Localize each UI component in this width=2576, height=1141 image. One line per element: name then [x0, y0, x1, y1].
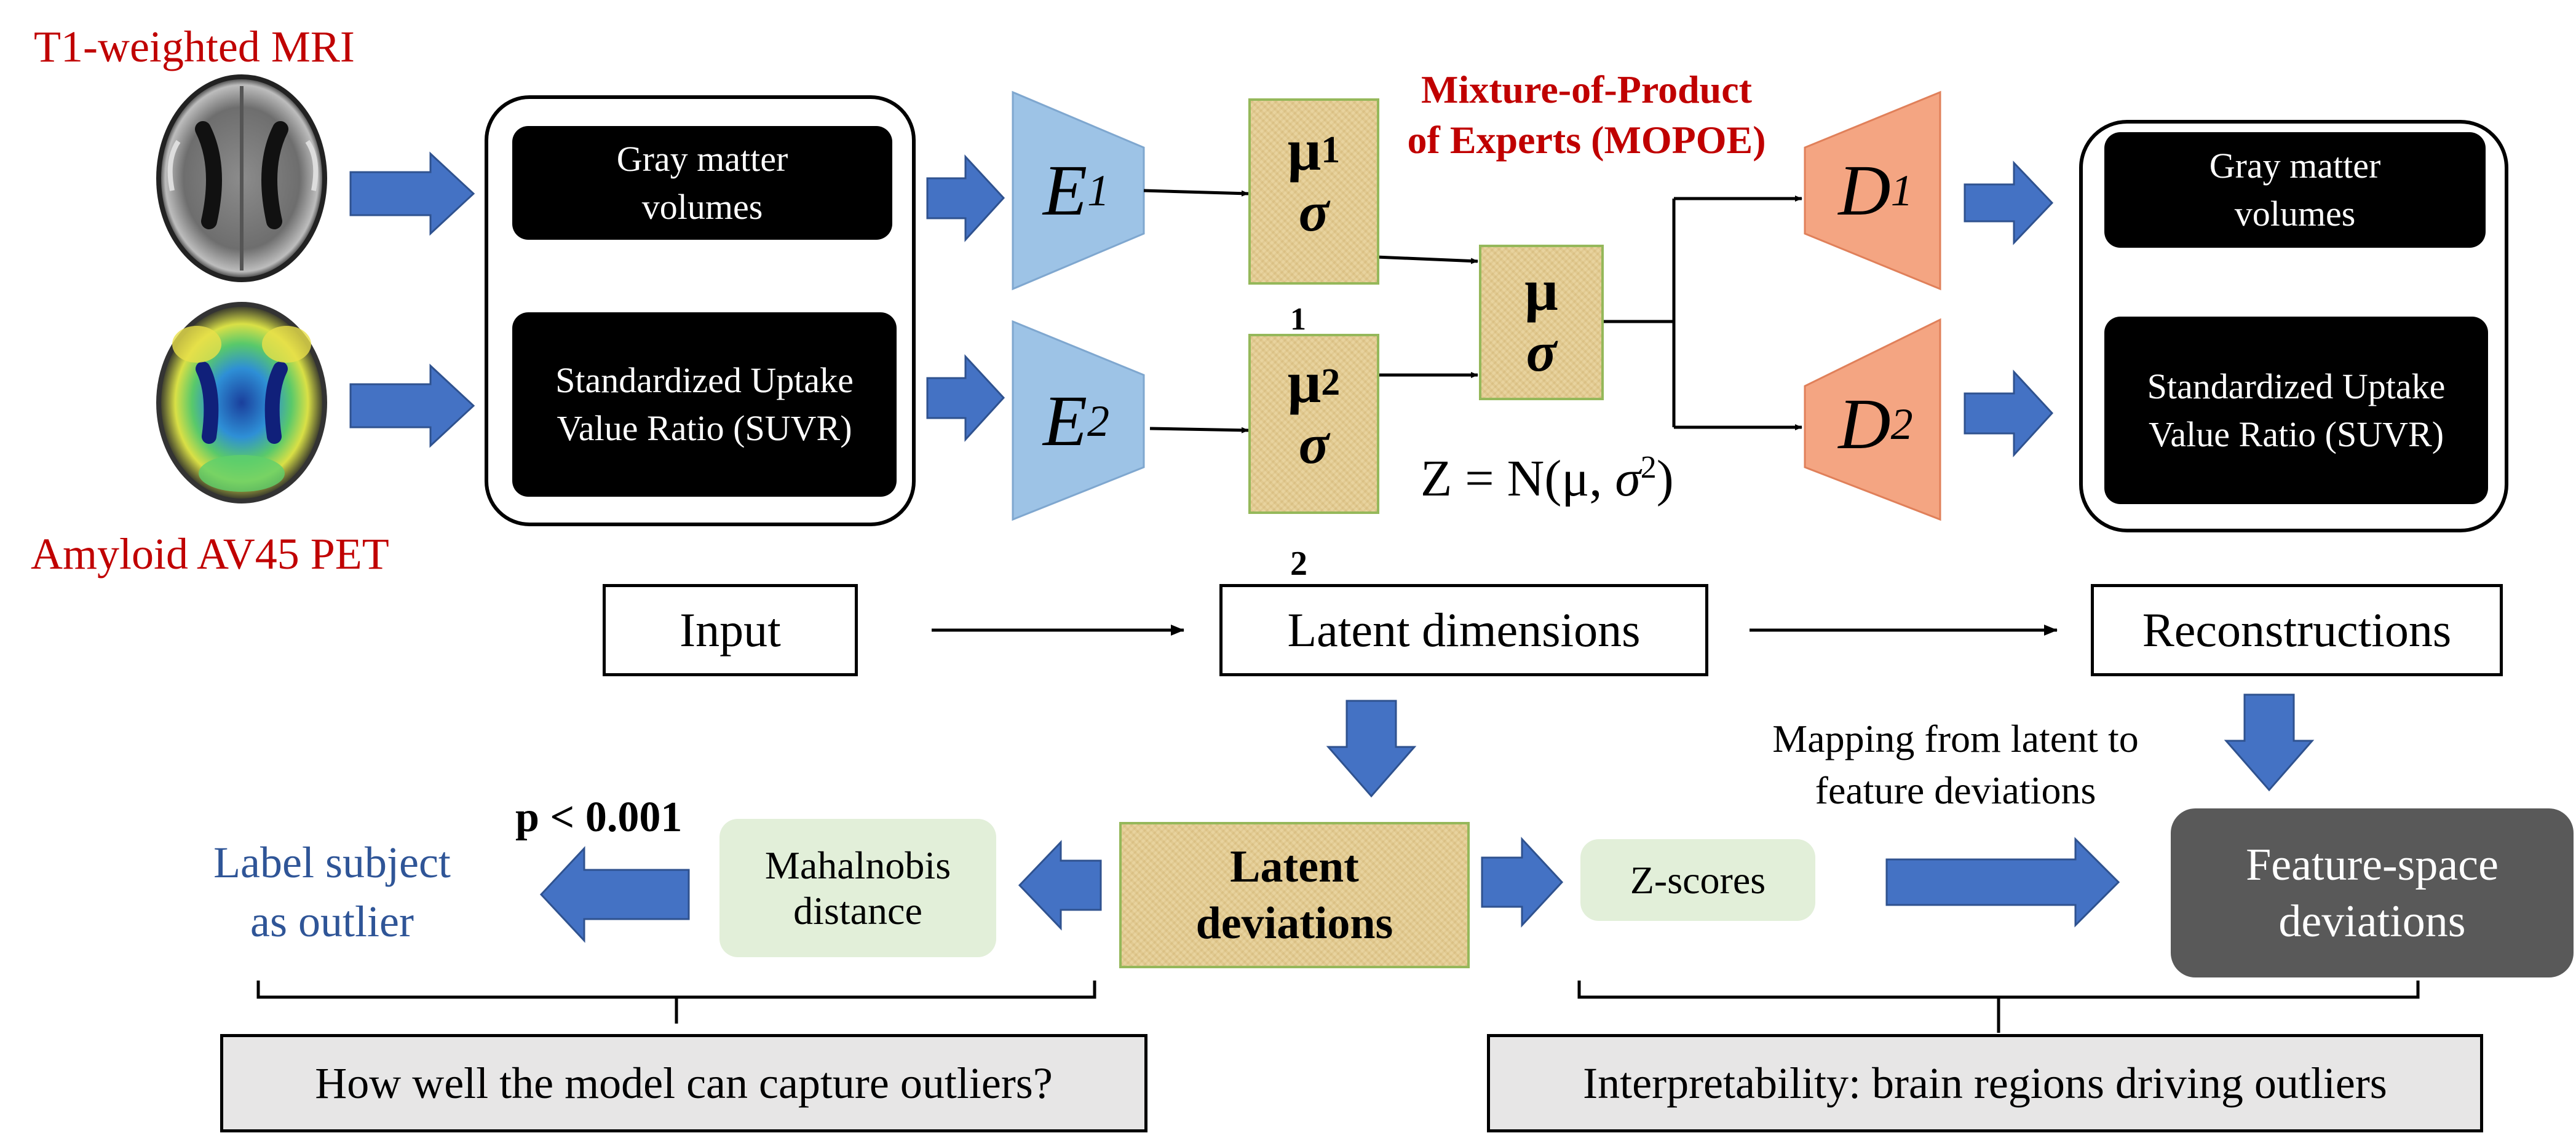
encoder-1-letter: E: [1042, 150, 1088, 231]
stray-index-1: 1: [1290, 302, 1306, 337]
blue-arrows-left: [539, 840, 1102, 943]
latent-1-mu-symbol: μ: [1287, 117, 1322, 183]
latent-deviations-label: Latent deviations: [1195, 842, 1393, 949]
encoder-1-index: 1: [1087, 165, 1110, 215]
z-distribution-formula: Z = N(μ, σ2): [1421, 449, 1674, 508]
decoder-2-letter: D: [1838, 384, 1891, 464]
joint-latent-box: μ σ: [1479, 245, 1604, 400]
zscores-label: Z-scores: [1630, 858, 1766, 902]
joint-latent-mu: μ: [1524, 257, 1558, 323]
z-formula-exponent: 2: [1640, 450, 1657, 485]
z-formula-suffix: ): [1656, 450, 1674, 507]
latent-2-mu-index: 2: [1321, 361, 1341, 403]
decoder-2-shape: [1804, 318, 1941, 521]
pet-brain-icon: [156, 302, 327, 503]
output-suvr-label: Standardized Uptake Value Ratio (SUVR): [2147, 366, 2446, 454]
decoder-1-letter: D: [1838, 150, 1891, 231]
latent-2-sigma: σ: [1298, 413, 1330, 475]
mopoe-title-line-1: Mixture-of-Product: [1421, 68, 1752, 111]
decoder-1-shape: [1804, 90, 1941, 291]
latent-1-mu-index: 1: [1321, 129, 1341, 171]
mahalnobis-distance-box: Mahalnobis distance: [719, 819, 996, 957]
encoder-2-shape: [1012, 320, 1145, 521]
stage-input: Input: [603, 584, 858, 676]
zscores-box: Z-scores: [1580, 839, 1815, 921]
latent-connector-arrows: [1143, 189, 1802, 433]
stage-latent-dimensions: Latent dimensions: [1219, 584, 1708, 676]
pet-label: Amyloid AV45 PET: [31, 529, 389, 578]
question-interpretability: Interpretability: brain regions driving …: [1487, 1034, 2483, 1132]
decoder-2-index: 2: [1890, 399, 1913, 449]
stage-reconstructions: Reconstructions: [2091, 584, 2503, 676]
mri-brain-icon: [156, 74, 327, 282]
latent-2-mu-symbol: μ: [1287, 349, 1322, 415]
blue-arrows: [349, 151, 2120, 928]
feature-space-deviations-box: Feature-space deviations: [2171, 808, 2574, 977]
z-formula-sigma: σ: [1615, 450, 1641, 507]
blue-arrows-down: [1326, 693, 2315, 798]
encoder-2-index: 2: [1087, 396, 1110, 446]
input-gray-matter-label: Gray matter volumes: [616, 138, 788, 227]
latent-deviations-box: Latent deviations: [1119, 822, 1470, 968]
feature-space-label: Feature-space deviations: [2246, 839, 2499, 947]
bottom-brackets: [256, 981, 2420, 1033]
encoder-2-letter: E: [1042, 381, 1088, 461]
input-suvr-label: Standardized Uptake Value Ratio (SUVR): [555, 360, 854, 448]
output-gray-matter-label: Gray matter volumes: [2209, 146, 2381, 234]
p-value-label: p < 0.001: [515, 794, 683, 841]
input-suvr-box: Standardized Uptake Value Ratio (SUVR): [512, 312, 897, 497]
joint-latent-sigma: σ: [1526, 320, 1557, 383]
mopoe-title: Mixture-of-Product of Experts (MOPOE): [1365, 65, 1808, 165]
encoder-1-shape: [1012, 90, 1145, 291]
decoder-1-index: 1: [1890, 165, 1913, 215]
mopoe-title-line-2: of Experts (MOPOE): [1407, 118, 1766, 162]
mapping-caption: Mapping from latent to feature deviation…: [1772, 717, 2139, 812]
output-gray-matter-box: Gray matter volumes: [2104, 132, 2486, 248]
z-formula-prefix: Z = N(μ,: [1421, 450, 1615, 507]
mri-label: T1-weighted MRI: [34, 22, 355, 71]
stray-index-2: 2: [1290, 545, 1307, 583]
input-gray-matter-box: Gray matter volumes: [512, 126, 892, 240]
mahalnobis-label: Mahalnobis distance: [764, 843, 951, 933]
latent-1-sigma: σ: [1298, 180, 1330, 243]
question-outlier-capture: How well the model can capture outliers?: [220, 1034, 1147, 1132]
label-outlier-text: Label subject as outlier: [213, 838, 451, 946]
output-suvr-box: Standardized Uptake Value Ratio (SUVR): [2104, 317, 2488, 504]
